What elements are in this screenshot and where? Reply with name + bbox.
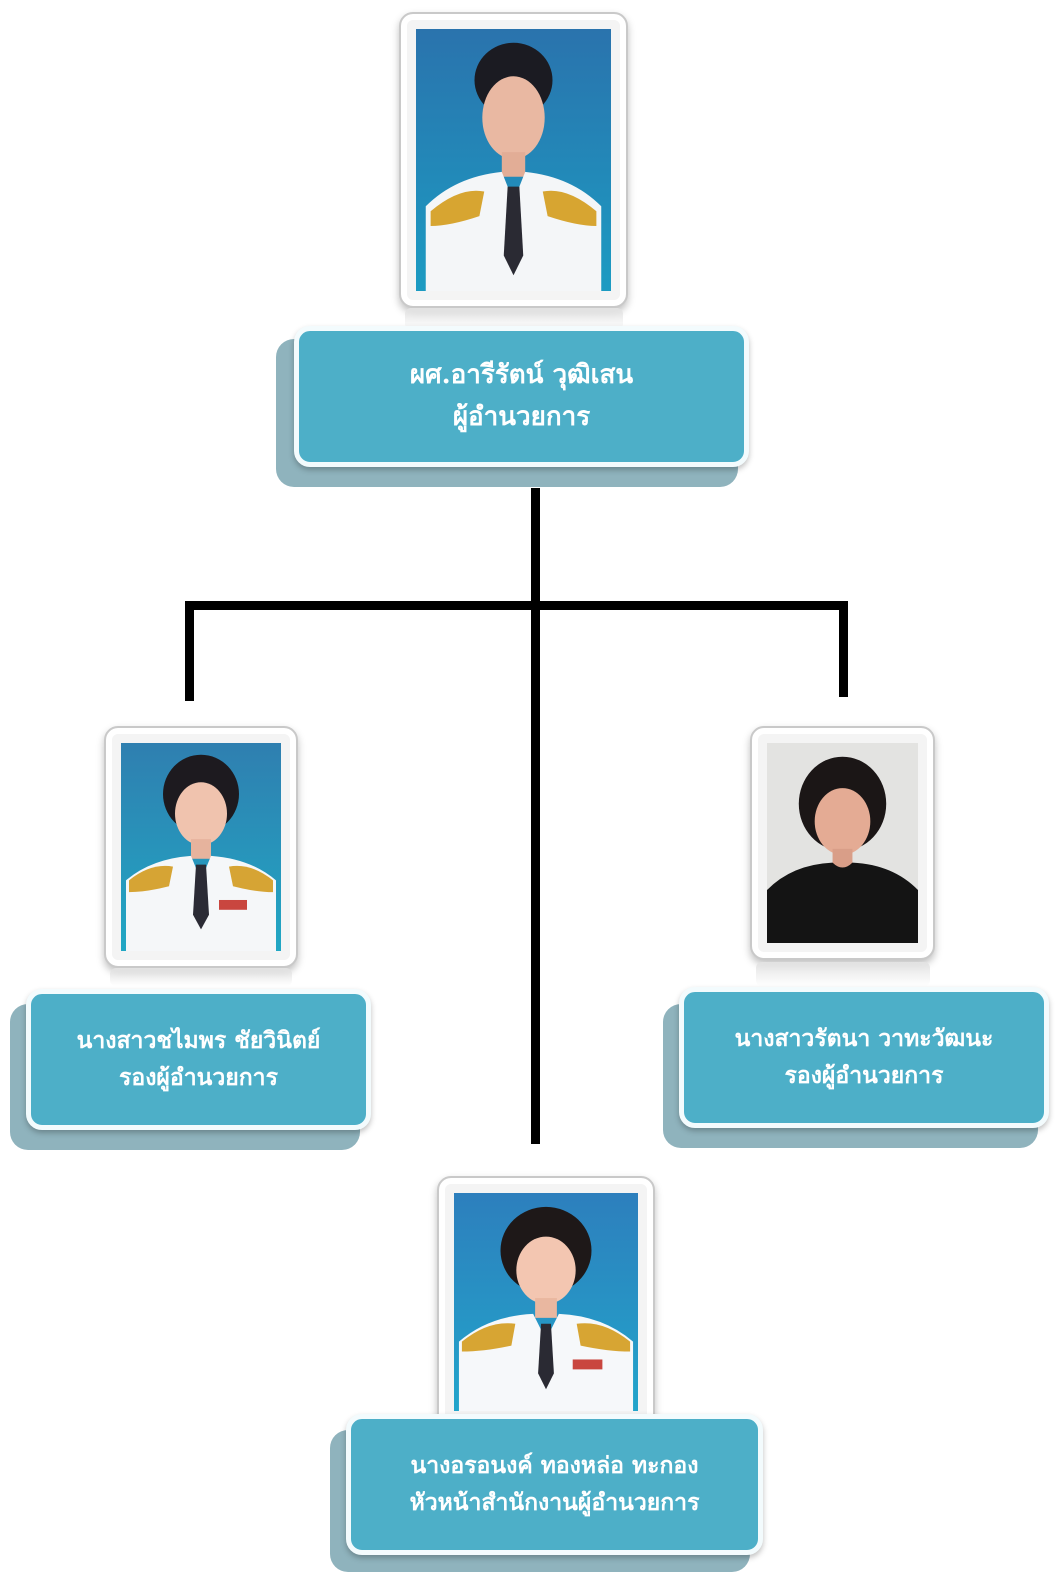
portrait-image [454,1193,638,1411]
deputy-right-photo-reflection [756,962,930,986]
office-head-box: นางอรอนงค์ ทองหล่อ ทะกอง หัวหน้าสำนักงาน… [346,1414,763,1555]
deputy-left-name: นางสาวชไมพร ชัยวินิตย์ [76,1026,321,1054]
deputy-left-photo-reflection [110,968,292,986]
director-role: ผู้อำนวยการ [452,401,591,432]
deputy-right-photo-frame [750,726,935,960]
deputy-left-photo [121,743,281,951]
connector-vertical-main [531,488,540,1144]
director-photo [416,29,611,291]
deputy-right-role: รองผู้อำนวยการ [784,1061,944,1089]
office-head-role: หัวหน้าสำนักงานผู้อำนวยการ [409,1488,700,1516]
portrait-image [416,29,611,291]
deputy-left-photo-frame [104,726,298,968]
office-head-name: นางอรอนงค์ ทองหล่อ ทะกอง [410,1451,699,1479]
director-name: ผศ.อารีรัตน์ วุฒิเสน [409,359,634,390]
director-photo-reflection [405,308,623,330]
connector-left-drop [185,601,194,701]
director-photo-frame [399,12,628,308]
portrait-image [767,743,918,943]
deputy-left-box: นางสาวชไมพร ชัยวินิตย์ รองผู้อำนวยการ [26,989,371,1130]
director-box: ผศ.อารีรัตน์ วุฒิเสน ผู้อำนวยการ [294,326,749,467]
office-head-photo-frame [437,1176,655,1428]
portrait-image [121,743,281,951]
connector-horizontal [185,601,848,610]
deputy-right-box: นางสาวรัตนา วาทะวัฒนะ รองผู้อำนวยการ [679,987,1049,1128]
office-head-photo [454,1193,638,1411]
deputy-right-name: นางสาวรัตนา วาทะวัฒนะ [734,1024,994,1052]
deputy-right-photo [767,743,918,943]
deputy-left-role: รองผู้อำนวยการ [119,1063,278,1091]
connector-right-drop [839,601,848,697]
